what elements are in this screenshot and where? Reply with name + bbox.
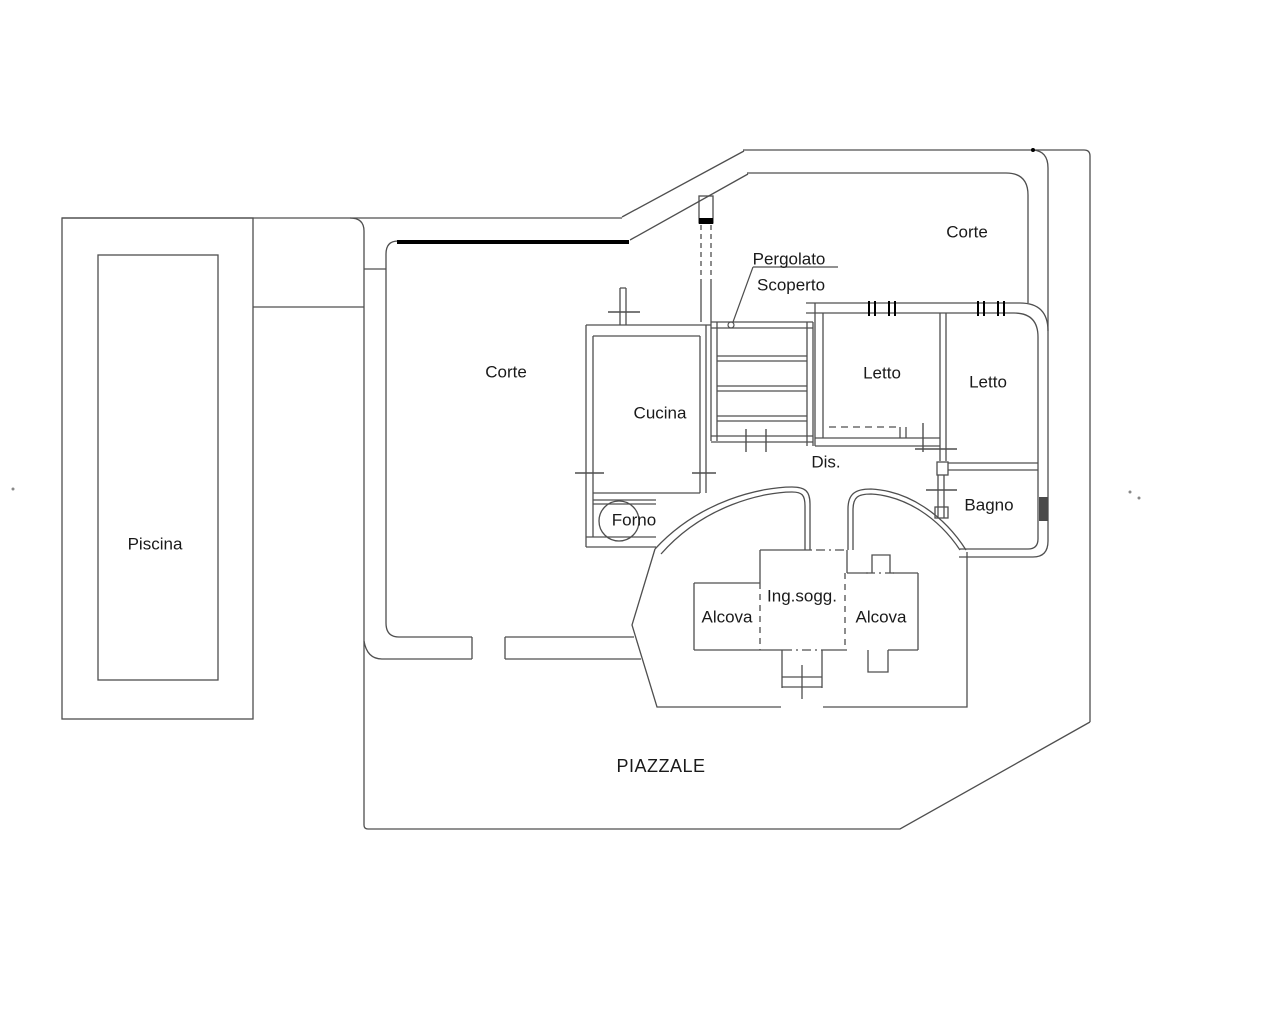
bagno-window — [1039, 497, 1048, 521]
entry-door-symbol — [782, 665, 822, 699]
letto-left-window — [868, 301, 896, 316]
pergola-slats — [717, 355, 807, 422]
corte-wall — [363, 148, 1049, 660]
room-label-bagno: Bagno — [964, 495, 1014, 515]
room-label-dis: Dis. — [811, 452, 841, 472]
door-ticks — [575, 311, 957, 491]
bedroom-block-walls — [806, 302, 1049, 550]
room-label-forno: Forno — [611, 510, 657, 530]
area-label-piazzale: PIAZZALE — [616, 756, 706, 776]
room-label-piscina: Piscina — [127, 534, 183, 554]
window-symbols — [868, 301, 1005, 316]
room-label-ing-sogg: Ing.sogg. — [767, 586, 837, 606]
wall-pier — [936, 461, 949, 476]
annotation-scoperto: Scoperto — [756, 275, 826, 295]
overhead-dashed-line — [700, 225, 712, 283]
room-label-alcova-left: Alcova — [701, 607, 753, 627]
wall-pier — [934, 506, 949, 519]
curved-wall-right — [847, 488, 967, 551]
curved-wall-right — [852, 493, 961, 551]
area-label-corte-right: Corte — [946, 222, 988, 242]
room-label-alcova-right: Alcova — [855, 607, 907, 627]
chimney-stub — [871, 554, 891, 573]
pool-deck — [61, 217, 254, 720]
pergolato-leader-line — [727, 266, 838, 329]
room-label-letto-right: Letto — [969, 372, 1007, 392]
entrance-court — [631, 486, 968, 708]
scan-artifacts — [11, 487, 1141, 500]
alcova-block — [693, 549, 919, 673]
leader-dot — [727, 321, 735, 329]
pool-enclosure — [61, 217, 254, 720]
room-label-letto-left: Letto — [863, 363, 901, 383]
pergola — [698, 195, 814, 446]
curved-wall-left — [654, 486, 811, 550]
cucina-block-walls — [585, 287, 711, 548]
room-label-cucina: Cucina — [633, 403, 687, 423]
gate-opening — [471, 637, 506, 659]
pool-basin — [97, 254, 219, 681]
entry-door-jambs — [781, 650, 823, 688]
chimney-stub — [867, 650, 889, 673]
oven-circle — [598, 500, 640, 542]
letto-right-window — [977, 301, 1005, 316]
pillar-base — [699, 218, 713, 224]
annotation-pergolato: Pergolato — [752, 249, 826, 269]
wall-stub — [619, 287, 627, 325]
curved-wall-left — [660, 491, 806, 555]
area-label-corte-left: Corte — [485, 362, 527, 382]
site-boundary — [62, 149, 1091, 830]
